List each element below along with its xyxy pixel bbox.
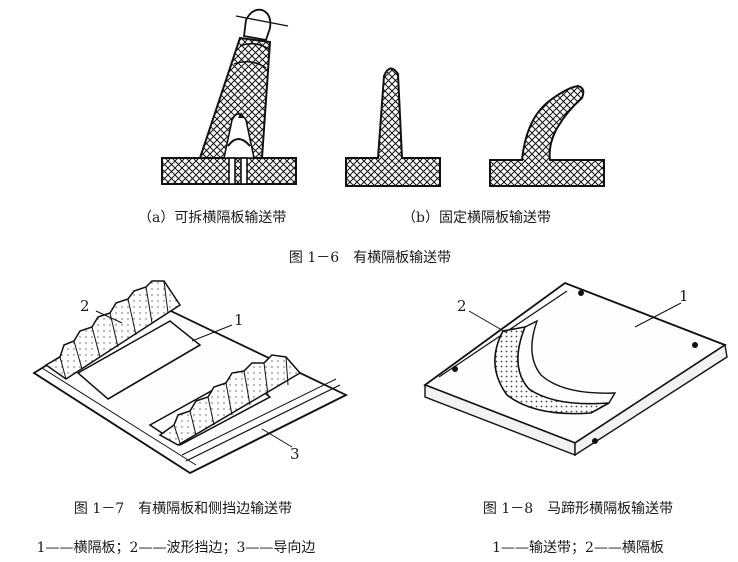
figure-1-8-drawing: 2 1	[423, 281, 728, 457]
figure-1-6-title: 图 1－6 有横隔板输送带	[288, 250, 452, 266]
figure-1-7-legend: 1——横隔板；2——波形挡边；3——导向边	[36, 540, 316, 556]
figure-1-7-drawing: 2 1 3	[32, 280, 349, 475]
callout-2: 2	[80, 297, 90, 315]
callout-1: 1	[679, 287, 689, 305]
subcaption-b: （b）固定横隔板输送带	[402, 210, 551, 226]
fixed-curved-partition-drawing	[489, 84, 605, 187]
callout-2: 2	[457, 297, 467, 315]
figure-1-7-title: 图 1－7 有横隔板和侧挡边输送带	[73, 501, 293, 517]
removable-partition-drawing	[161, 8, 297, 185]
callout-3: 3	[290, 445, 300, 463]
callout-1: 1	[234, 311, 244, 329]
fixed-straight-partition-drawing	[345, 67, 441, 187]
subcaption-a: （a）可拆横隔板输送带	[138, 210, 287, 226]
figure-1-6-drawings	[161, 8, 605, 187]
figure-1-8-title: 图 1－8 马蹄形横隔板输送带	[482, 501, 674, 517]
figure-1-8-legend: 1——输送带；2——横隔板	[492, 540, 664, 556]
